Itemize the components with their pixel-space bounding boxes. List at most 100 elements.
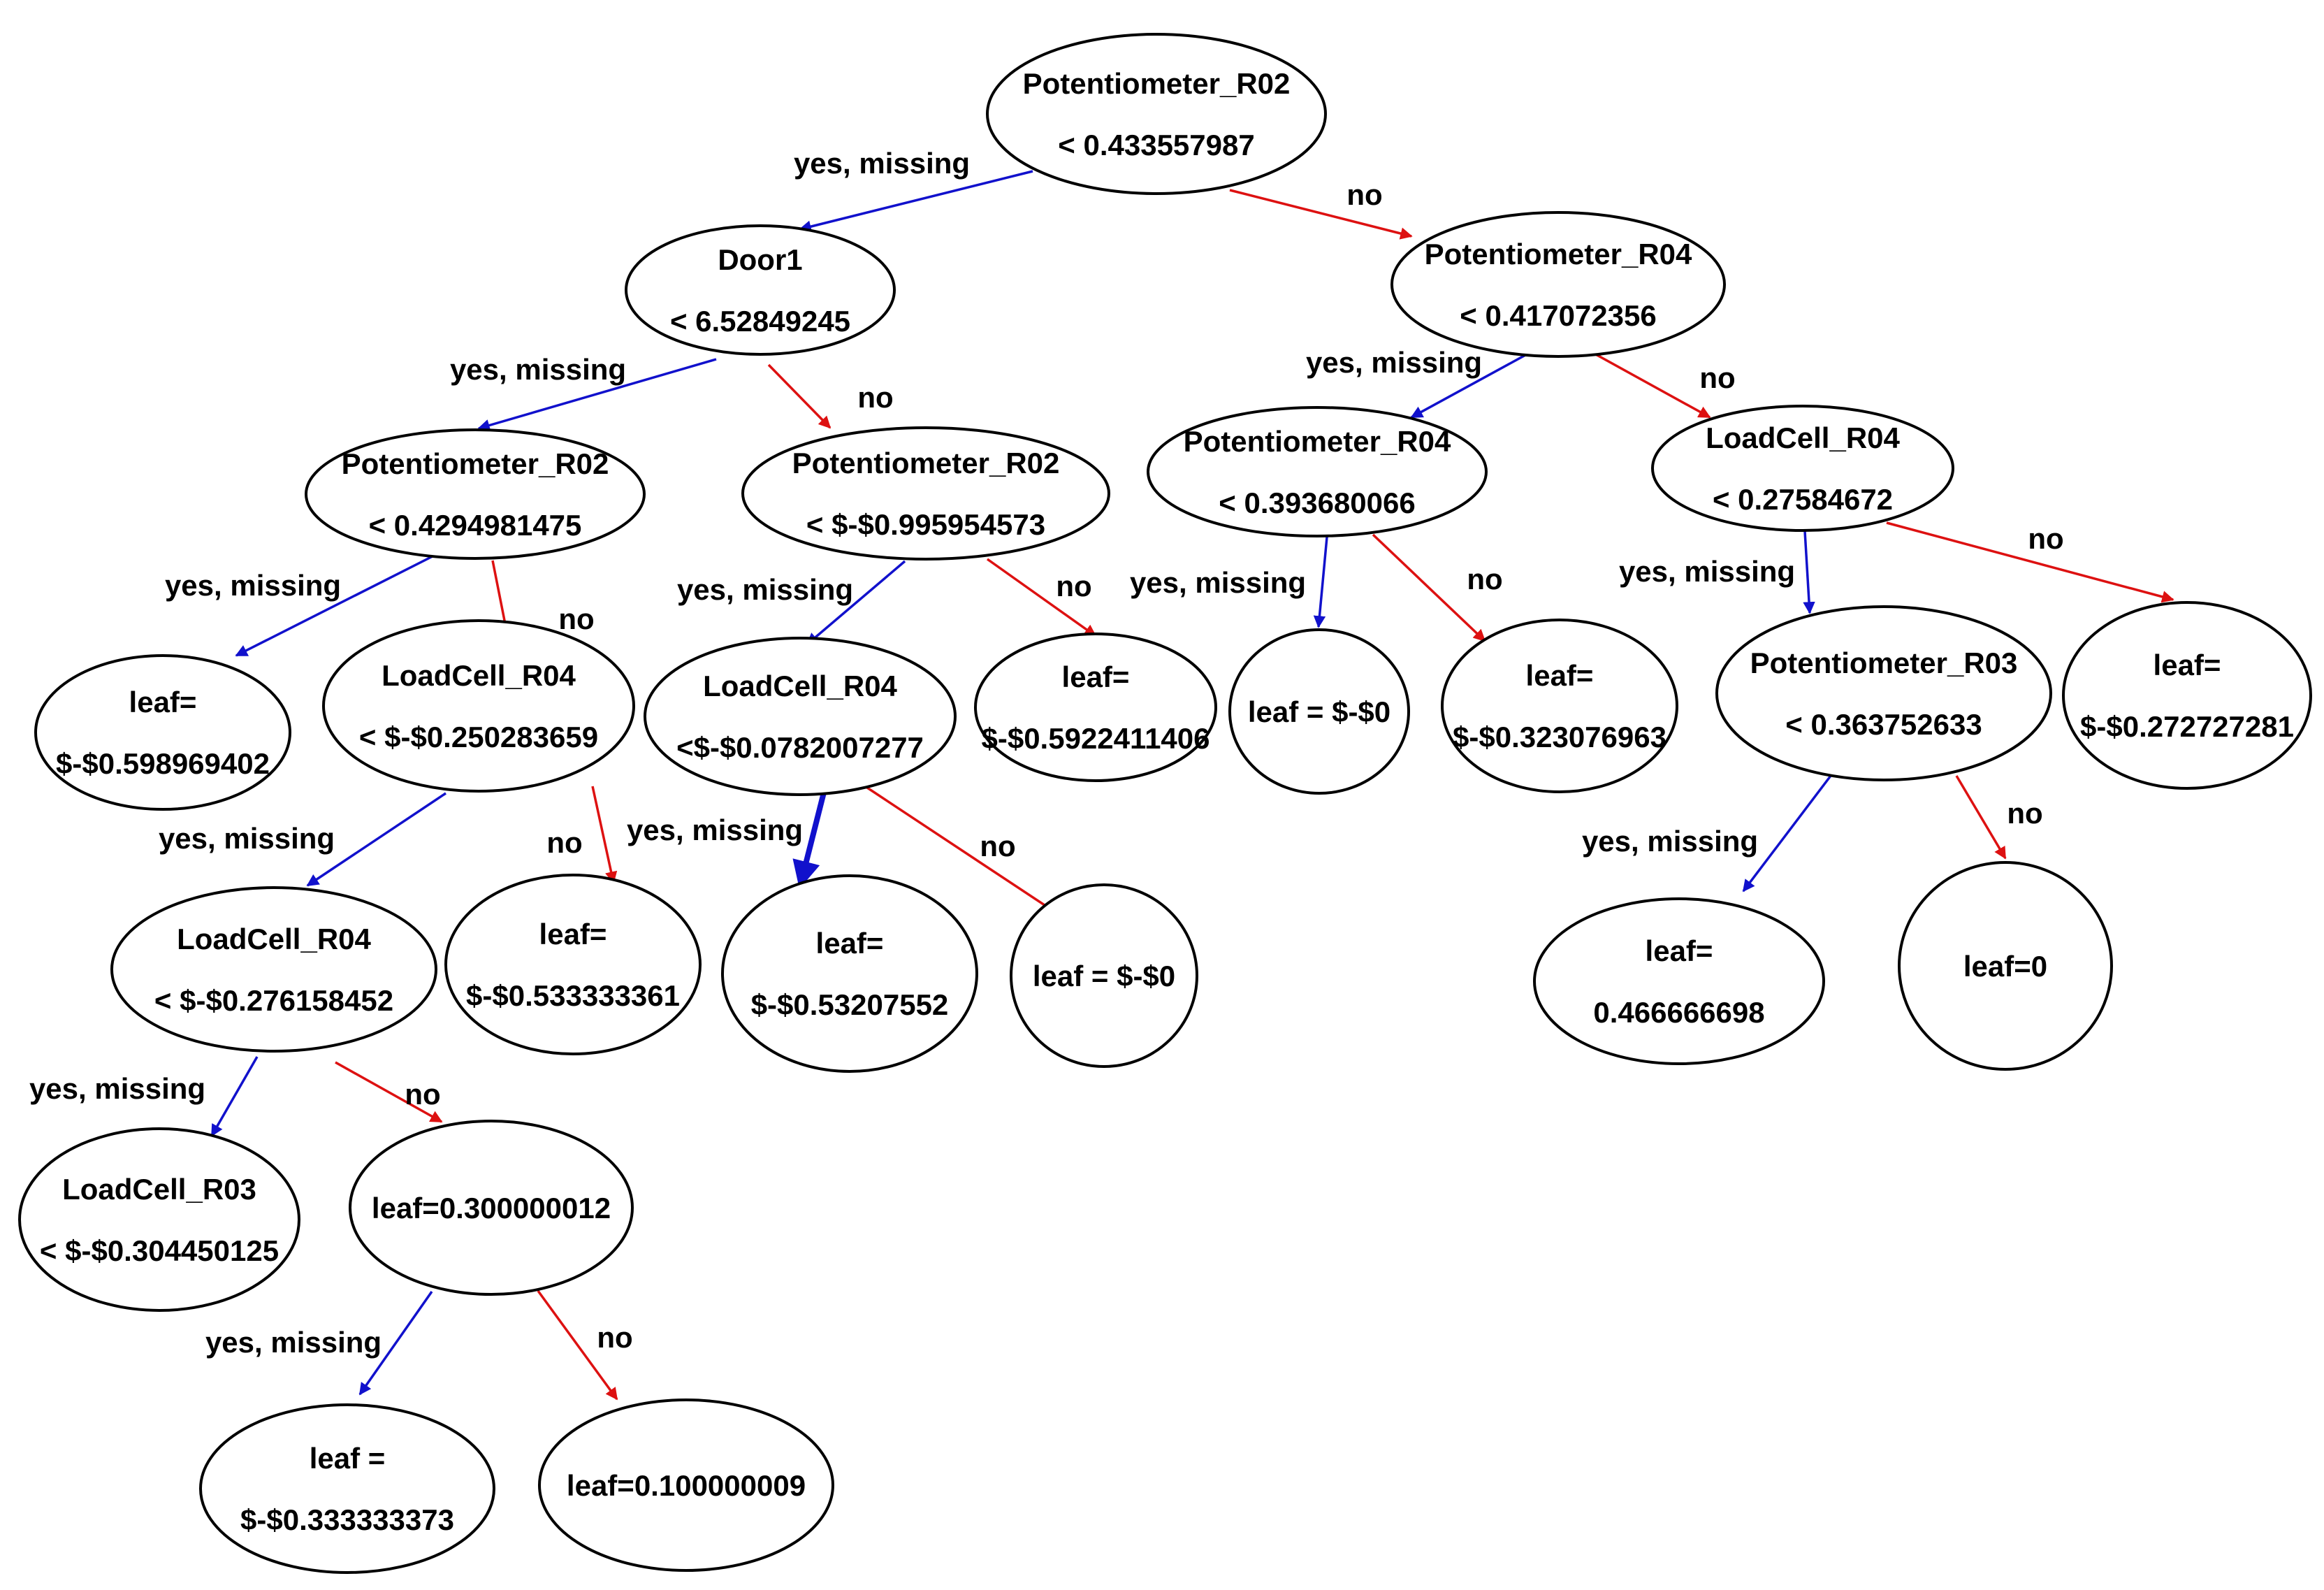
node-ellipse: [741, 426, 1110, 561]
node-ellipse: [305, 428, 646, 560]
node-text-line: leaf=: [1646, 934, 1713, 967]
node-ellipse: [322, 619, 635, 793]
node-text-line: $-$0.598969402: [56, 747, 270, 780]
node-text-line: < $-$0.250283659: [359, 721, 598, 753]
node-ellipse: [1715, 605, 2052, 781]
node-text-line: $-$0.323076963: [1453, 721, 1666, 753]
tree-node-n19: leaf= 0.466666698: [1533, 897, 1825, 1065]
tree-node-n10: leaf=$-$0.5922411406: [974, 633, 1217, 782]
tree-node-n8: LoadCell_R04< $-$0.250283659: [322, 619, 635, 793]
edge-label-n6-n13: yes, missing: [1619, 555, 1795, 588]
node-ellipse: [2062, 601, 2312, 790]
edge-label-n9-n18: no: [980, 830, 1015, 862]
edge-yes-n5-n11: [1313, 529, 1329, 628]
node-ellipse: [1898, 861, 2113, 1071]
edge-label-n4-n9: yes, missing: [677, 573, 853, 606]
edge-no-n4-n10: [986, 558, 1097, 637]
edge-no-n9-n18: [862, 783, 1056, 913]
node-text-line: Potentiometer_R04: [1425, 238, 1692, 270]
node-ellipse: [974, 633, 1217, 782]
tree-node-n4: Potentiometer_R02 < $-$0.995954573: [741, 426, 1110, 561]
node-text-line: $-$0.53207552: [751, 988, 949, 1021]
node-text-line: LoadCell_R04: [177, 923, 371, 955]
edge-label-n8-n15: yes, missing: [159, 822, 335, 855]
tree-node-n18: leaf = $-$0: [1010, 883, 1198, 1068]
node-ellipse: [110, 886, 437, 1053]
edge-yes-n2-n5: [1410, 345, 1543, 419]
node-text-line: leaf=: [539, 918, 607, 951]
edge-label-n8-n16: no: [546, 826, 582, 859]
node-text-line: < 0.27584672: [1713, 483, 1893, 516]
node-text-line: 0.466666698: [1593, 996, 1764, 1029]
tree-node-n15: LoadCell_R04< $-$0.276158452: [110, 886, 437, 1053]
tree-node-n13: Potentiometer_R03 < 0.363752633: [1715, 605, 2052, 781]
node-text-line: < $-$0.995954573: [806, 508, 1045, 541]
tree-node-n2: Potentiometer_R04< 0.417072356: [1390, 211, 1726, 358]
node-text-line: < 0.433557987: [1058, 129, 1254, 161]
edge-label-n22-n23: yes, missing: [205, 1326, 382, 1359]
node-text-line: leaf=: [129, 686, 197, 718]
tree-node-n16: leaf= $-$0.533333361: [444, 874, 702, 1055]
edge-label-n13-n20: no: [2007, 797, 2042, 830]
node-text-line: Door1: [718, 243, 802, 276]
node-text-line: leaf =: [310, 1442, 386, 1475]
edge-label-n6-n14: no: [2028, 522, 2063, 555]
tree-node-n24: leaf=0.100000009: [538, 1399, 834, 1572]
node-text-line: Potentiometer_R02: [342, 447, 609, 480]
tree-node-n1: Door1 < 6.52849245: [625, 224, 896, 356]
edge-yes-n8-n15: [306, 792, 446, 887]
edge-label-n5-n11: yes, missing: [1130, 566, 1306, 599]
edge-yes-n4-n9: [806, 560, 906, 646]
edge-no-n5-n12: [1372, 533, 1486, 642]
node-text-line: leaf = $-$0: [1033, 960, 1175, 992]
node-ellipse: [1228, 628, 1410, 795]
tree-node-n3: Potentiometer_R02< 0.4294981475: [305, 428, 646, 560]
node-text-line: Potentiometer_R02: [1023, 67, 1291, 100]
node-text-line: LoadCell_R04: [1706, 421, 1900, 454]
node-text-line: leaf=0.300000012: [372, 1192, 611, 1224]
node-ellipse: [1010, 883, 1198, 1068]
node-ellipse: [644, 637, 957, 796]
edge-no-n13-n20: [1955, 775, 2007, 860]
node-text-line: leaf=0.100000009: [567, 1469, 806, 1502]
edge-yes-n15-n21: [210, 1056, 259, 1137]
edge-yes-n3-n7: [235, 554, 436, 657]
edges-layer: [210, 170, 2174, 1401]
tree-node-n17: leaf=$-$0.53207552: [721, 874, 978, 1073]
node-text-line: LoadCell_R03: [62, 1173, 256, 1206]
node-text-line: < 0.363752633: [1785, 708, 1982, 741]
node-text-line: $-$0.533333361: [466, 979, 680, 1012]
edge-label-n15-n22: no: [405, 1078, 440, 1111]
node-ellipse: [1533, 897, 1825, 1065]
node-text-line: Potentiometer_R03: [1750, 646, 2018, 679]
node-text-line: leaf=: [1526, 659, 1594, 692]
edge-no-n2-n6: [1592, 352, 1711, 419]
edge-label-n9-n17: yes, missing: [627, 814, 803, 846]
tree-node-n23: leaf =$-$0.333333373: [199, 1403, 495, 1574]
edge-no-n1-n4: [767, 363, 831, 429]
node-text-line: < 0.393680066: [1219, 486, 1415, 519]
edge-no-n15-n22: [335, 1061, 443, 1123]
node-text-line: Potentiometer_R02: [792, 447, 1060, 479]
node-text-line: leaf = $-$0: [1248, 695, 1390, 728]
node-text-line: LoadCell_R04: [703, 670, 897, 702]
node-ellipse: [1441, 619, 1678, 793]
edge-label-n4-n10: no: [1056, 570, 1091, 602]
edge-yes-n6-n13: [1803, 530, 1815, 614]
tree-node-n0: Potentiometer_R02 < 0.433557987: [986, 33, 1327, 195]
edge-no-n22-n24: [537, 1289, 618, 1401]
edge-no-n6-n14: [1886, 521, 2174, 603]
tree-node-n20: leaf=0: [1898, 861, 2113, 1071]
node-ellipse: [1651, 405, 1954, 532]
tree-node-n12: leaf= $-$0.323076963: [1441, 619, 1678, 793]
edge-yes-n13-n19: [1742, 774, 1832, 892]
node-text-line: leaf=0: [1963, 950, 2047, 983]
node-text-line: < 6.52849245: [670, 305, 850, 338]
node-ellipse: [986, 33, 1327, 195]
edge-label-n2-n5: yes, missing: [1306, 346, 1482, 379]
edge-yes-n0-n1: [799, 170, 1033, 233]
node-ellipse: [444, 874, 702, 1055]
edge-yes-n1-n3: [477, 358, 717, 431]
node-ellipse: [18, 1127, 300, 1312]
